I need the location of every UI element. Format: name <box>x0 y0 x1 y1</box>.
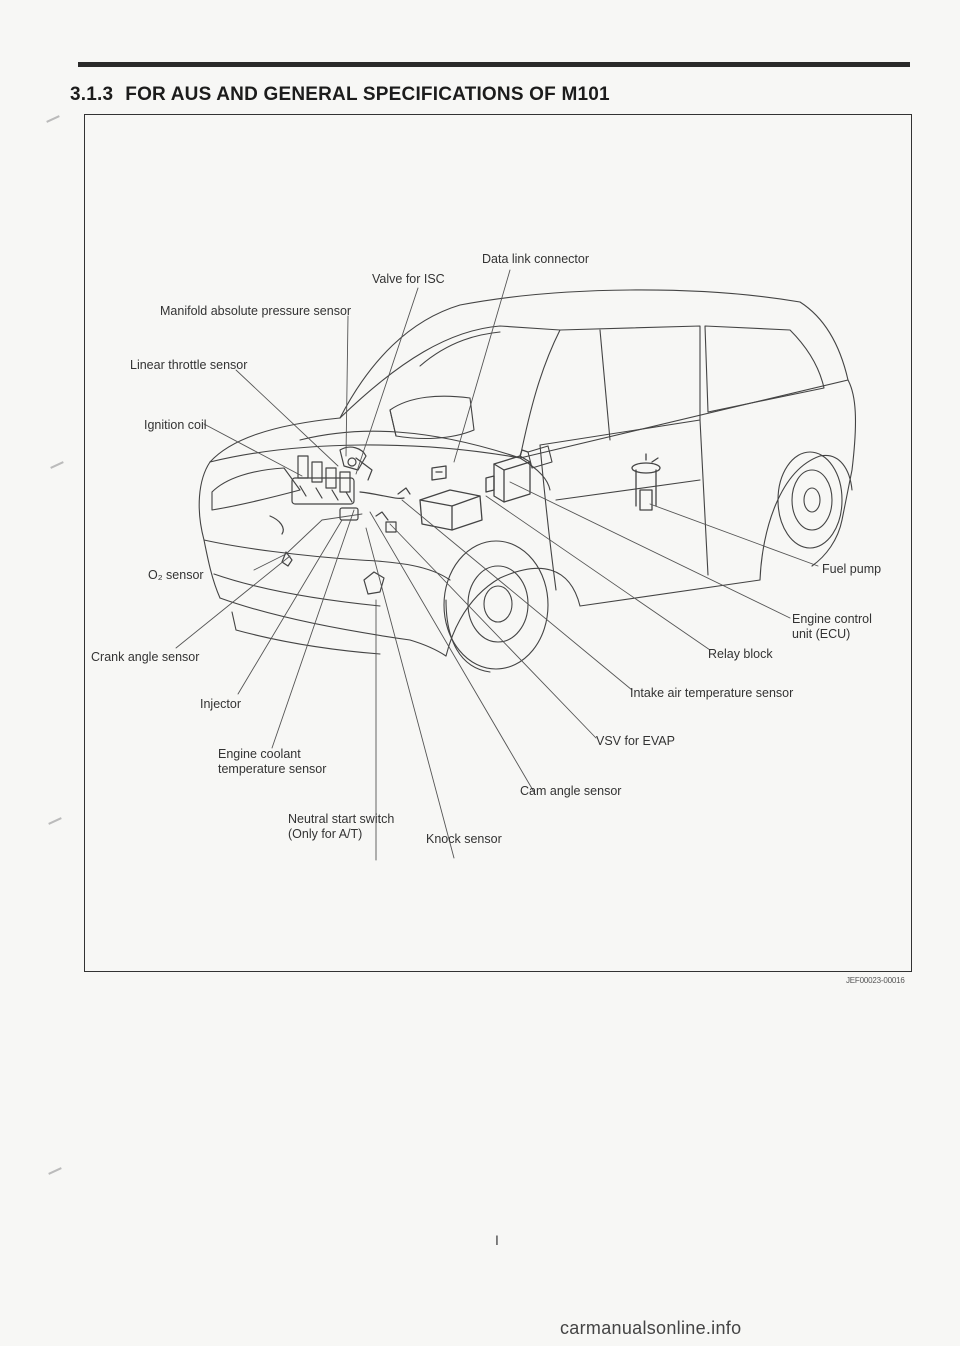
watermark: carmanualsonline.info <box>560 1318 742 1338</box>
figure-reference: JEF00023-00016 <box>846 976 905 985</box>
label-fuel-pump: Fuel pump <box>822 562 882 576</box>
label-crank-angle-sensor: Crank angle sensor <box>91 650 200 664</box>
section-title: FOR AUS AND GENERAL SPECIFICATIONS OF M1… <box>125 84 610 105</box>
leader-lines <box>175 269 819 861</box>
label-neutral-start-line1: Neutral start switch <box>288 812 395 826</box>
air-cleaner <box>389 395 475 439</box>
label-ecu-line1: Engine control <box>792 612 872 626</box>
data-link-connector-part <box>431 465 447 481</box>
page-mark: I <box>495 1232 499 1248</box>
label-vsv-evap: VSV for EVAP <box>596 734 675 748</box>
figure-frame <box>84 114 912 972</box>
label-injector: Injector <box>200 697 241 711</box>
top-rule <box>78 62 910 67</box>
label-cam-angle-sensor: Cam angle sensor <box>520 784 622 798</box>
ecu-part <box>419 489 483 531</box>
front-wheel <box>443 540 549 673</box>
label-ecu-line2: unit (ECU) <box>792 627 851 641</box>
label-coolant-temp-line1: Engine coolant <box>218 747 301 761</box>
label-neutral-start-line2: (Only for A/T) <box>288 827 363 841</box>
label-ignition-coil: Ignition coil <box>144 418 207 432</box>
label-coolant-temp-line2: temperature sensor <box>218 762 327 776</box>
rear-wheel <box>777 451 843 549</box>
label-manifold-pressure-sensor: Manifold absolute pressure sensor <box>160 304 352 318</box>
engine-assembly <box>269 446 411 595</box>
label-relay-block: Relay block <box>708 647 773 661</box>
label-knock-sensor: Knock sensor <box>426 832 502 846</box>
section-number: 3.1.3 <box>70 84 114 105</box>
label-intake-air-temp-sensor: Intake air temperature sensor <box>630 686 794 700</box>
label-valve-isc: Valve for ISC <box>372 272 445 286</box>
car-body <box>198 289 857 657</box>
label-data-link-connector: Data link connector <box>482 252 590 266</box>
fuel-pump-part <box>631 453 661 511</box>
label-o2-sensor: O₂ sensor <box>148 568 204 582</box>
relay-block-part <box>485 449 531 503</box>
label-linear-throttle-sensor: Linear throttle sensor <box>130 358 248 372</box>
section-heading: 3.1.3 FOR AUS AND GENERAL SPECIFICATIONS … <box>70 84 610 106</box>
